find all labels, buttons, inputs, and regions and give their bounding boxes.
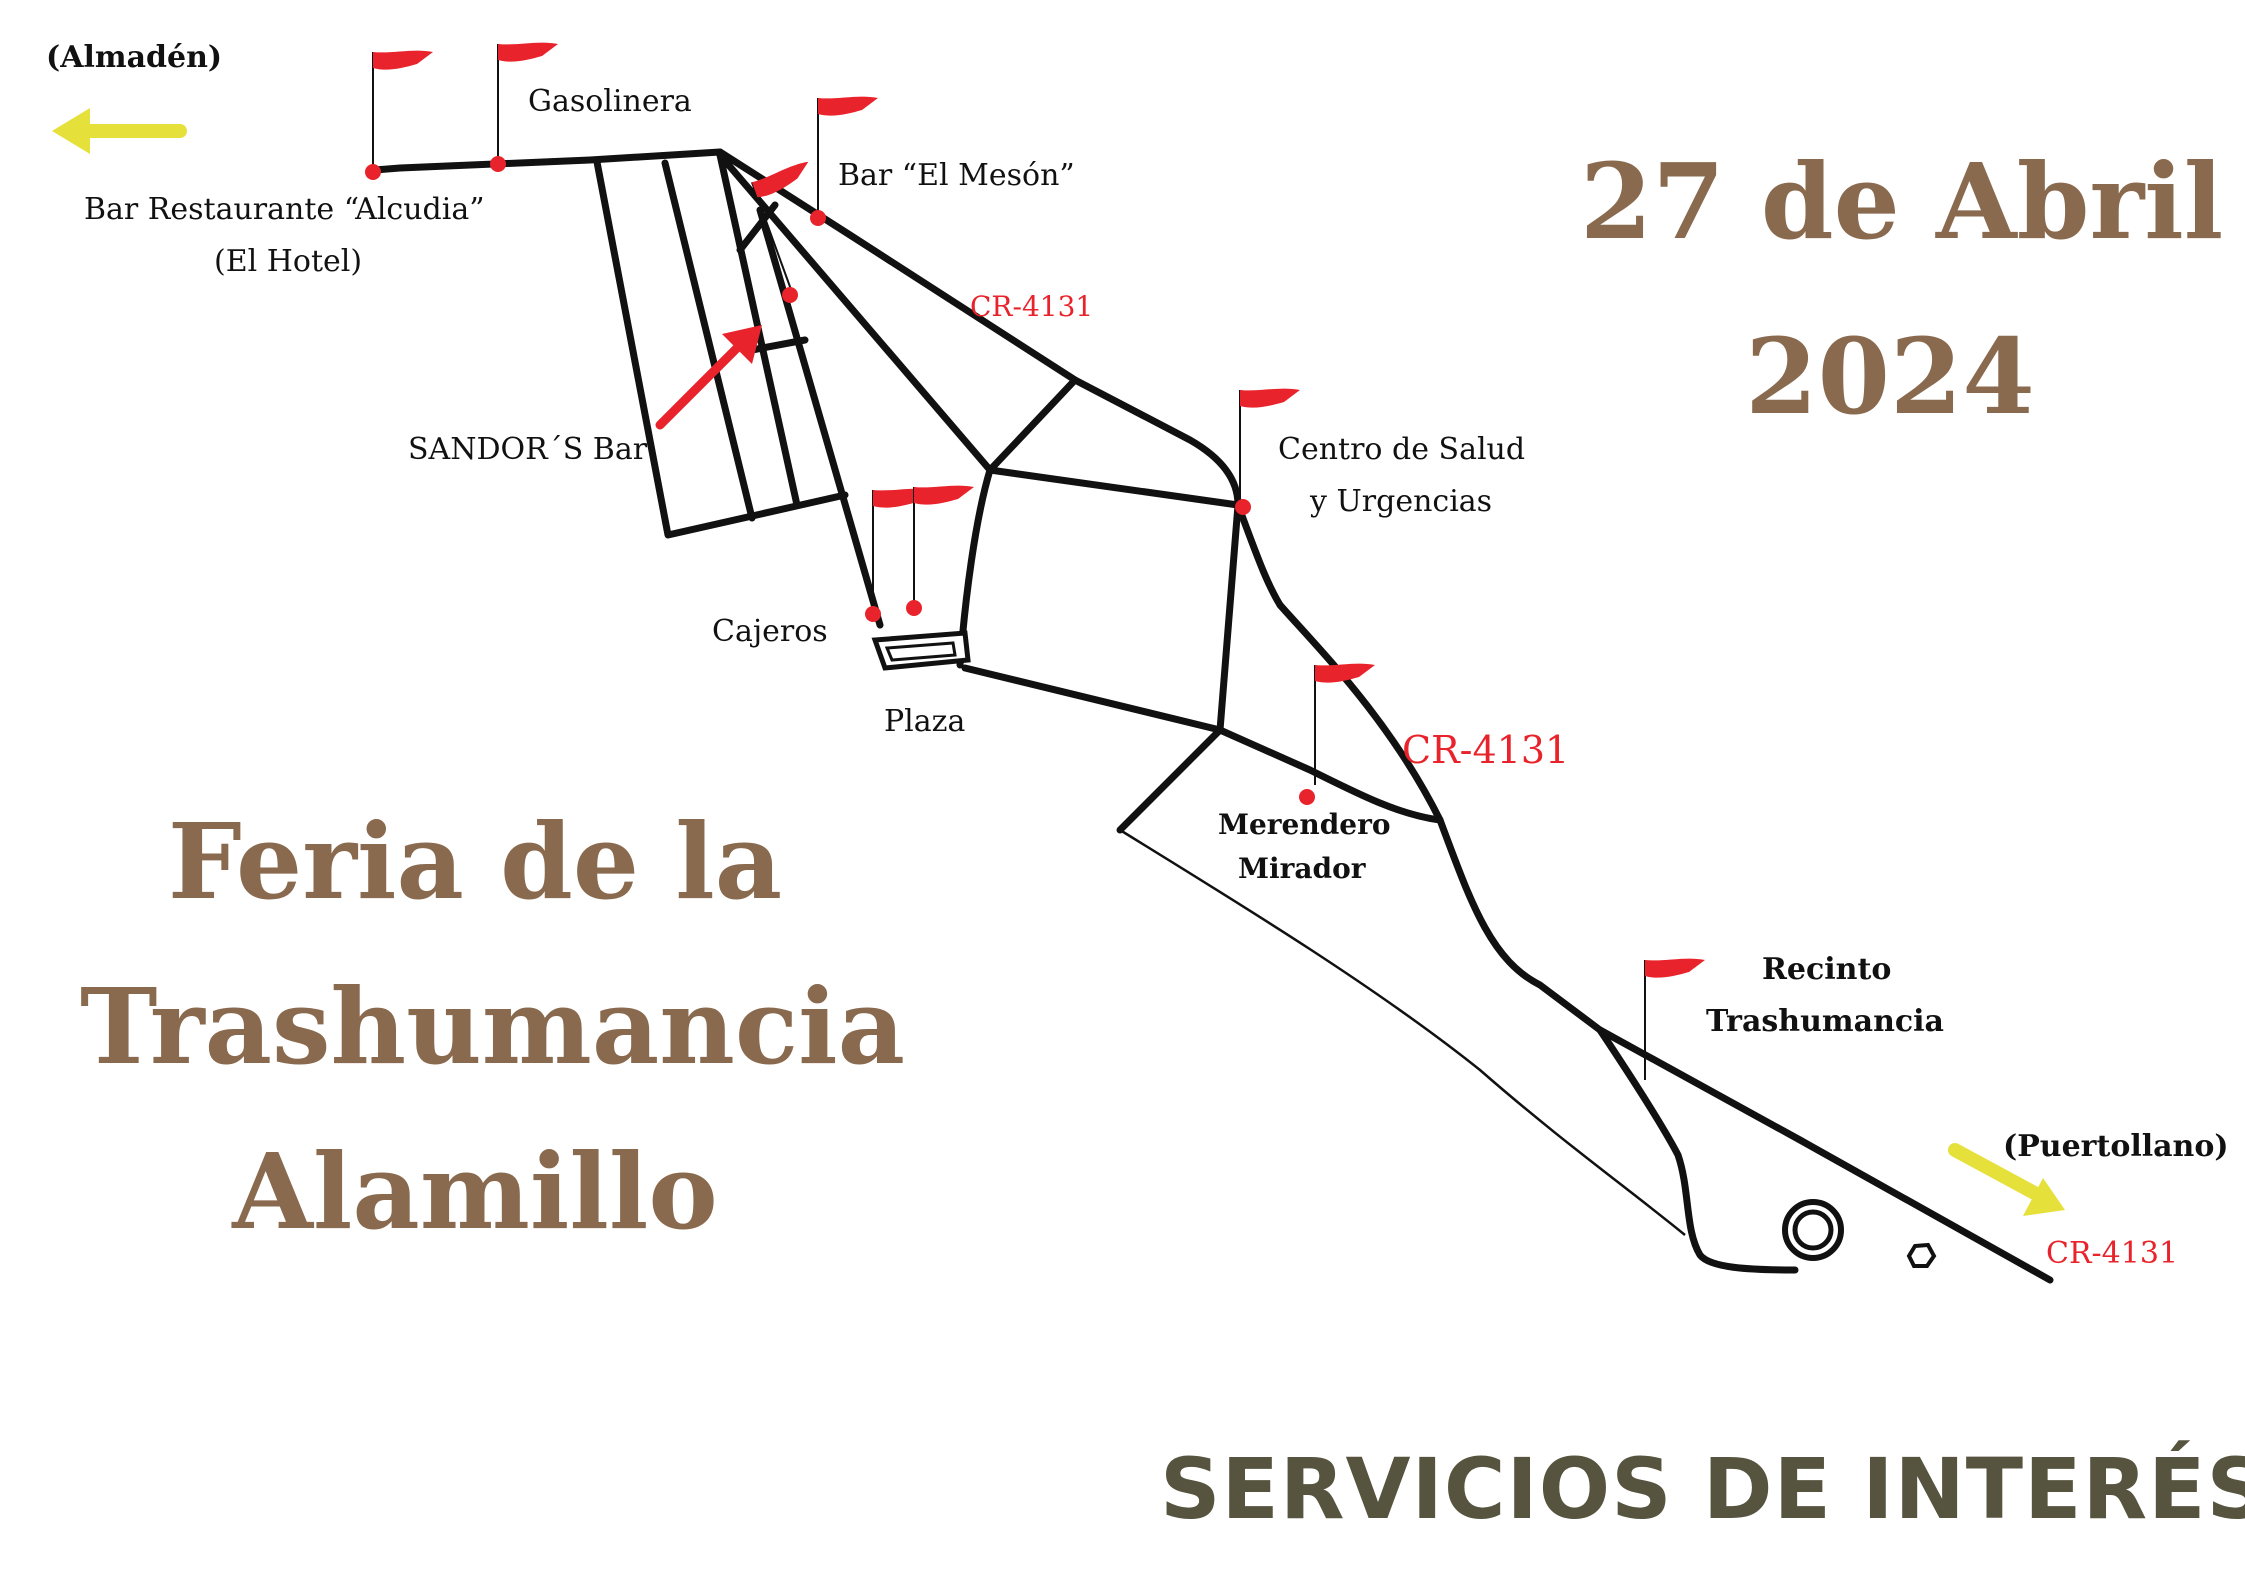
highlight-arrow-icon [655,325,762,430]
road-label-north: CR-4131 [970,290,1094,323]
small-ring-icon [1906,1242,1937,1268]
recinto-label: Recinto [1762,952,1892,987]
mirador-label: Mirador [1238,852,1366,885]
southwest-track [1119,828,1686,1236]
trashumancia-recinto-label: Trashumancia [1706,1004,1944,1039]
bar-alcudia-sub-label: (El Hotel) [214,244,363,279]
direction-east-label: (Puertollano) [2003,1129,2229,1164]
roundabout-icon [1782,1199,1844,1261]
footer-title: SERVICIOS DE INTERÉS [1160,1440,2245,1538]
plaza-icon [871,630,971,671]
road-label-east: CR-4131 [2046,1236,2179,1271]
date-line1: 27 de Abril [1580,140,2224,263]
road-label-middle: CR-4131 [1402,728,1570,772]
cajeros-label: Cajeros [712,614,828,649]
centro-salud-label: Centro de Salud [1278,432,1526,467]
merendero-label: Merendero [1218,808,1391,841]
direction-arrow-icon [52,108,2065,1216]
road-network [371,148,2054,1284]
event-title-line3: Alamillo [232,1130,718,1253]
sandors-bar-label: SANDOR´S Bar [408,432,648,467]
location-dot-icon [365,156,1315,805]
bar-alcudia-label: Bar Restaurante “Alcudia” [84,192,485,227]
event-title-line1: Feria de la [167,800,783,923]
date-line2: 2024 [1745,315,2035,438]
direction-west-label: (Almadén) [46,40,223,75]
plaza-label: Plaza [884,704,966,739]
gasolinera-label: Gasolinera [528,84,692,119]
bar-meson-label: Bar “El Mesón” [838,158,1075,193]
urgencias-label: y Urgencias [1310,484,1493,519]
event-title-line2: Trashumancia [80,965,906,1088]
flag-icon [372,41,1706,1081]
